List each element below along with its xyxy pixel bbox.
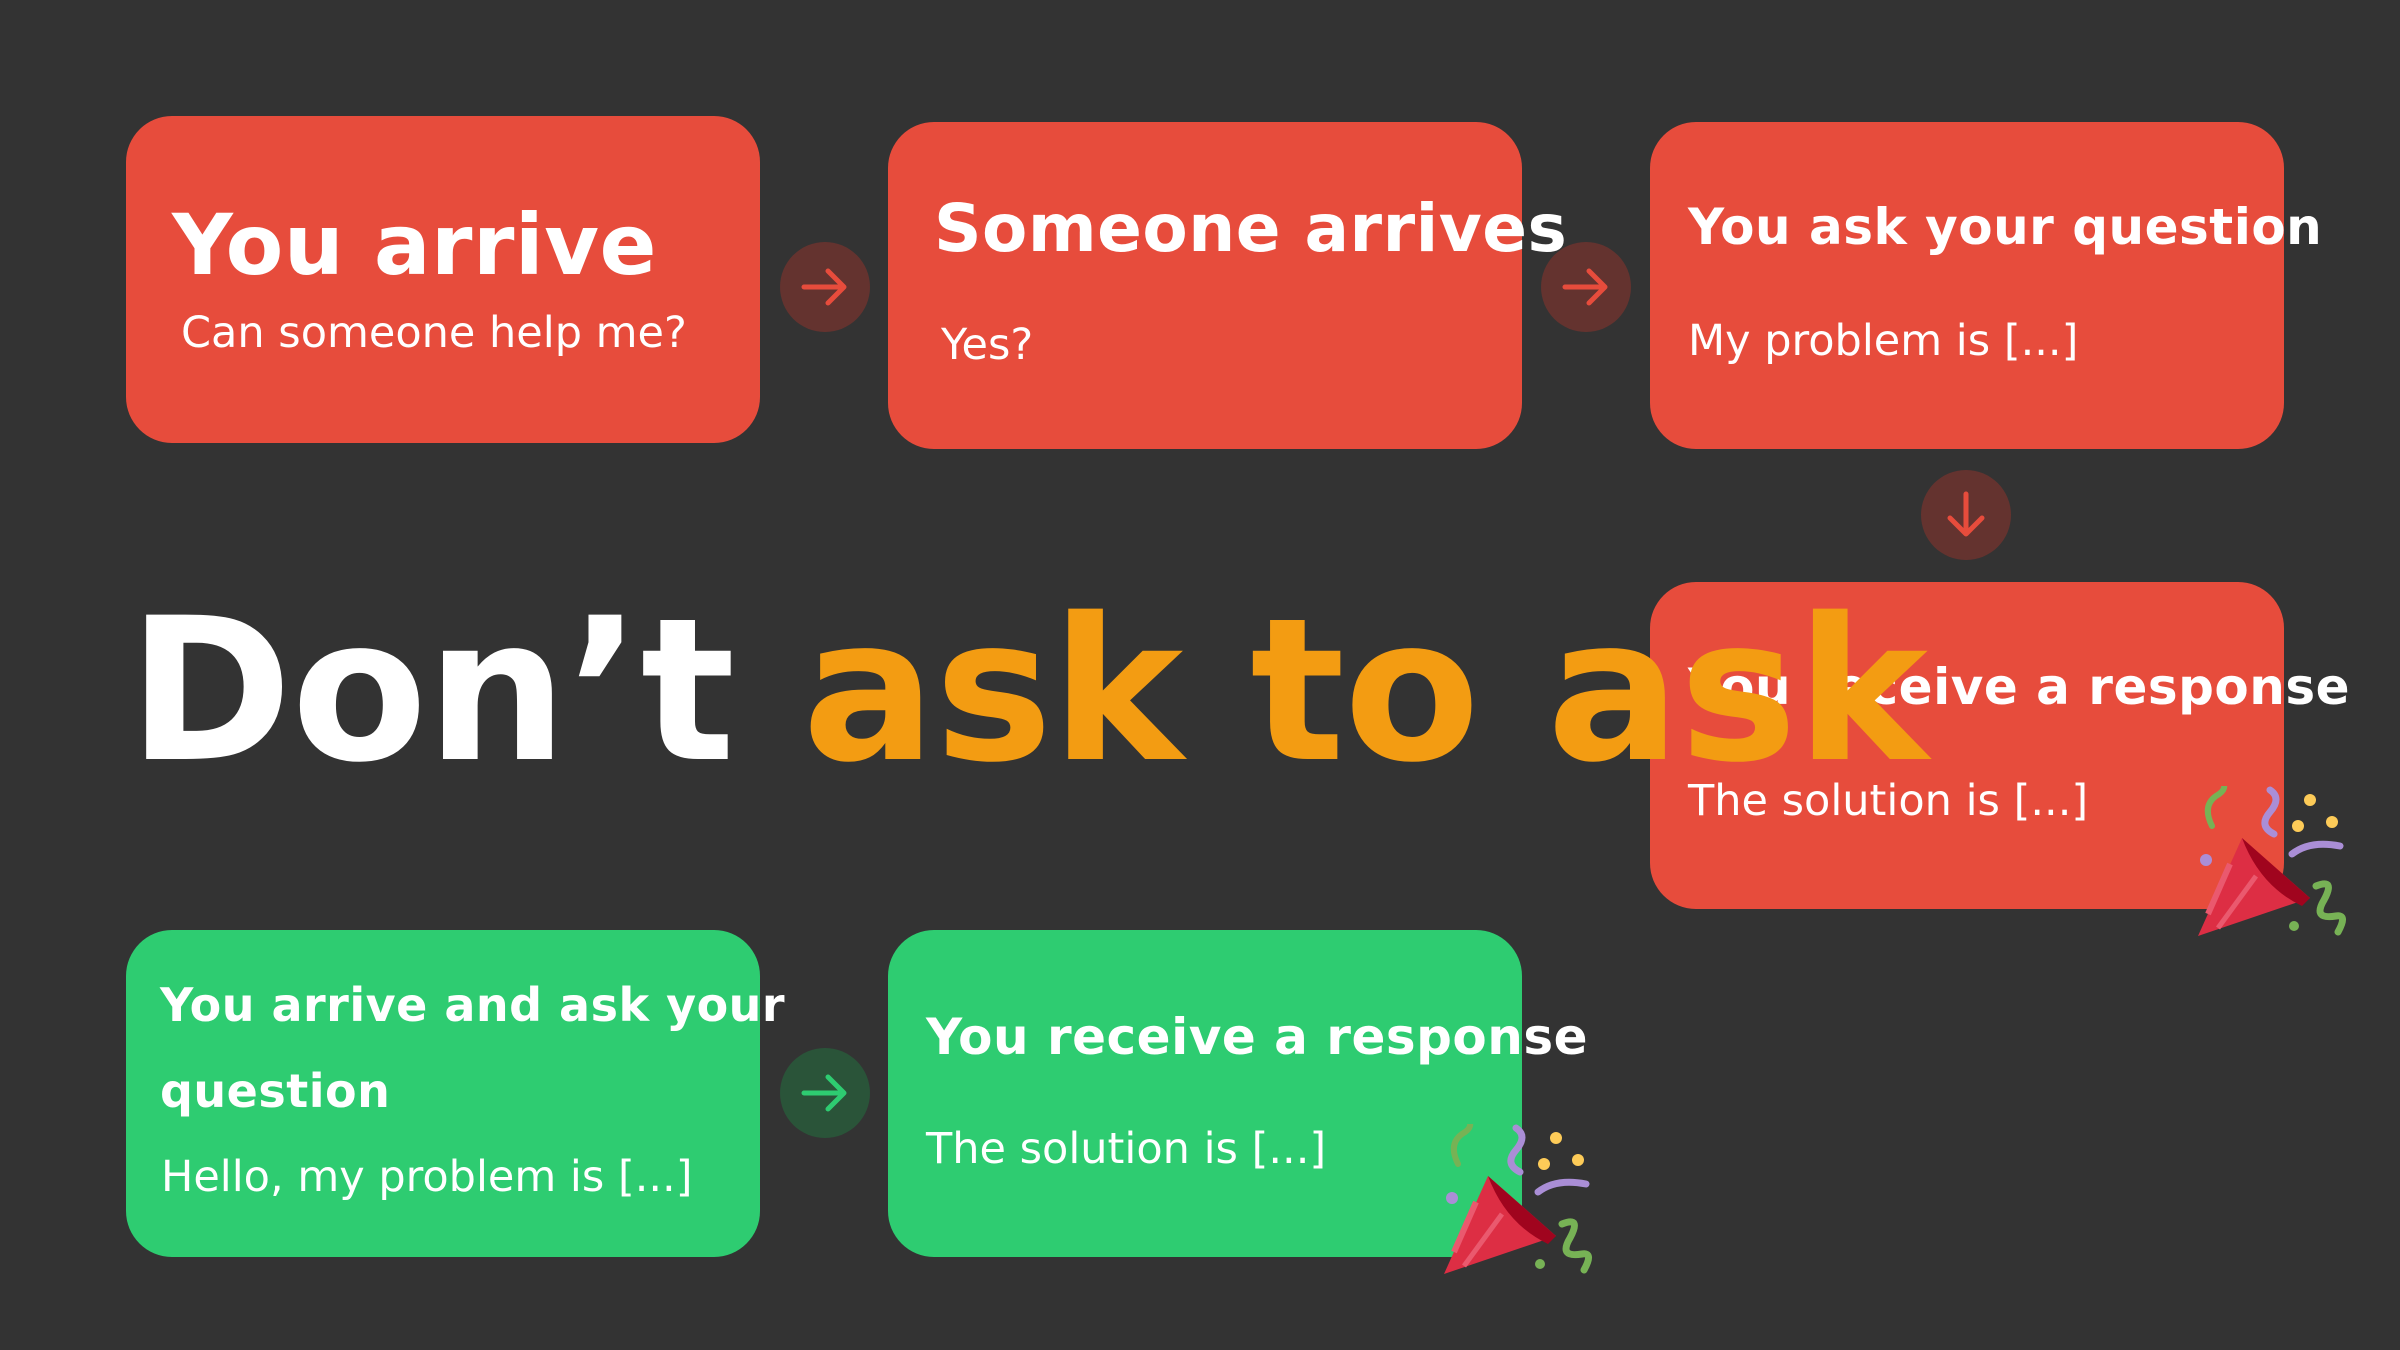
card-you-arrive: You arrive Can someone help me? xyxy=(126,116,760,443)
card-text: The solution is [...] xyxy=(1688,776,2089,826)
card-arrive-and-ask: You arrive and ask your question Hello, … xyxy=(126,930,785,1257)
card-receive-response: You receive a response The solution is [… xyxy=(1650,582,2350,909)
card-title: You arrive xyxy=(172,196,657,294)
card-text: Yes? xyxy=(941,320,1034,370)
arrow-right-icon xyxy=(780,242,870,332)
card-title: You ask your question xyxy=(1688,198,2323,256)
card-title: You receive a response xyxy=(1688,658,2351,716)
headline: Don’t ask to ask xyxy=(128,592,1928,790)
card-title-line2: question xyxy=(160,1064,391,1118)
card-title: You receive a response xyxy=(926,1008,1589,1066)
card-text: Hello, my problem is [...] xyxy=(161,1152,693,1202)
headline-part1: Don’t xyxy=(128,575,803,806)
arrow-down-icon xyxy=(1921,470,2011,560)
card-title: Someone arrives xyxy=(934,190,1568,267)
card-text: The solution is [...] xyxy=(926,1124,1327,1174)
party-popper-icon xyxy=(1444,1124,1592,1274)
card-text: My problem is [...] xyxy=(1688,316,2079,366)
card-title-line1: You arrive and ask your xyxy=(160,978,786,1032)
card-text: Can someone help me? xyxy=(181,308,687,358)
arrow-right-icon xyxy=(1541,242,1631,332)
card-ask-question: You ask your question My problem is [...… xyxy=(1650,122,2322,449)
headline-accent: ask to ask xyxy=(802,575,1928,806)
card-receive-response-good: You receive a response The solution is [… xyxy=(888,930,1588,1257)
card-someone-arrives: Someone arrives Yes? xyxy=(888,122,1567,449)
arrow-right-icon xyxy=(780,1048,870,1138)
party-popper-icon xyxy=(2198,786,2346,936)
